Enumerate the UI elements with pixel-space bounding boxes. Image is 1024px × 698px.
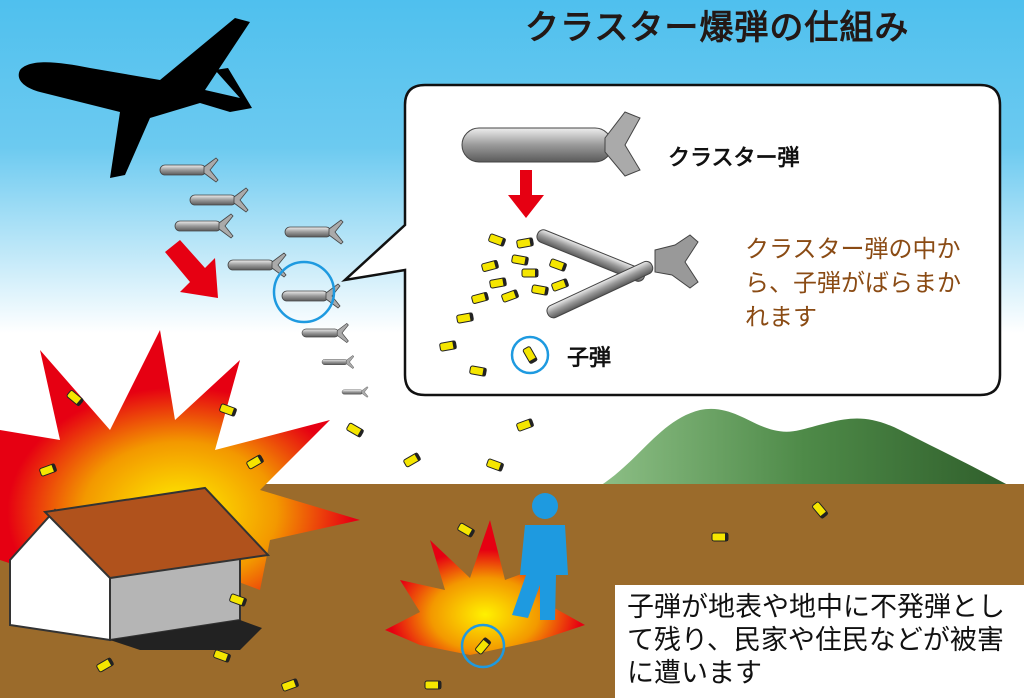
arrow-icon xyxy=(165,240,218,298)
person-icon xyxy=(512,493,568,620)
house xyxy=(9,486,271,650)
submunition-highlight xyxy=(510,335,550,375)
submunition-label: 子弾 xyxy=(567,346,612,371)
mountain xyxy=(600,408,1010,486)
page-title: クラスター爆弾の仕組み xyxy=(525,8,910,48)
explosion-small xyxy=(385,520,585,655)
arrow-down-icon xyxy=(508,170,544,218)
cluster-bomb-icon xyxy=(461,111,641,177)
airplane-icon xyxy=(18,18,252,178)
callout-note: クラスター弾の中から、子弾がばらまかれます xyxy=(745,235,961,331)
cluster-bomb-label: クラスター弾 xyxy=(668,146,800,171)
highlight-circle xyxy=(272,260,336,324)
highlight-circle-ground xyxy=(460,623,506,669)
bottom-note: 子弾が地表や地中に不発弾として残り、民家や住民などが被害に遭います xyxy=(615,585,1024,698)
submunition-icon xyxy=(521,268,539,278)
submunition-icon xyxy=(711,532,729,542)
submunition-icon xyxy=(424,680,442,690)
opened-bomb-icon xyxy=(536,229,699,319)
